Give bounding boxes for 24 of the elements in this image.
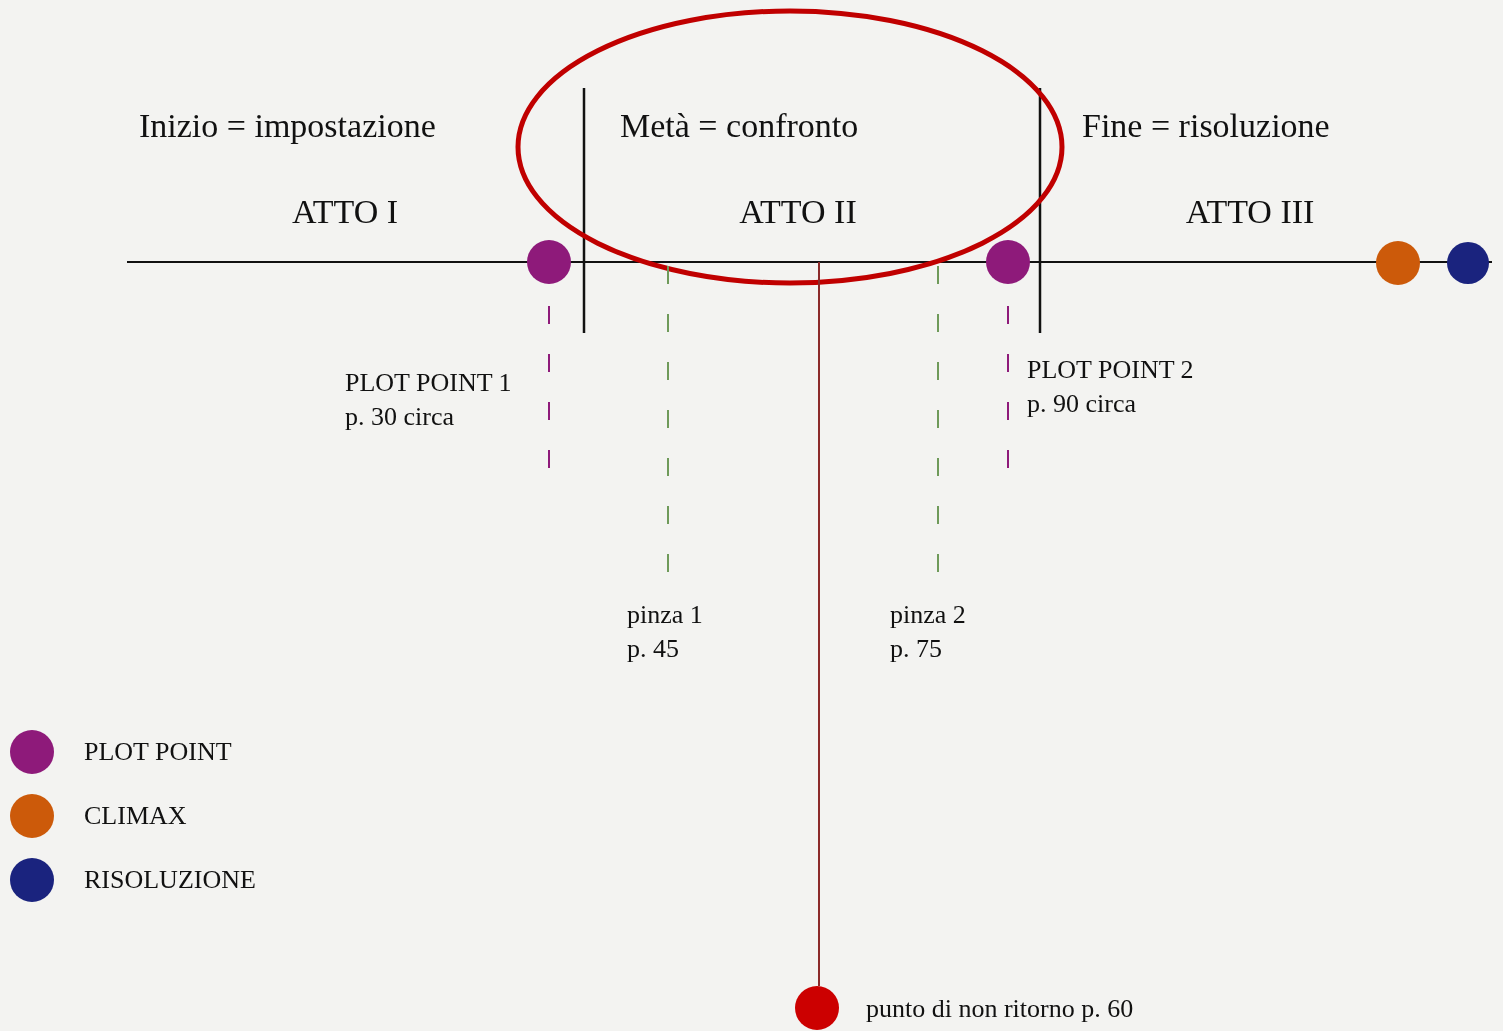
event-dot [795, 986, 839, 1030]
act-title: ATTO I [291, 192, 399, 232]
section-heading: Metà = confronto [620, 106, 859, 146]
event-dot [1376, 241, 1420, 285]
section-heading: Inizio = impostazione [139, 106, 436, 146]
legend-label: PLOT POINT [84, 736, 232, 768]
event-label: PLOT POINT 2 [1027, 354, 1194, 386]
event-dot [1447, 242, 1489, 284]
event-caption: punto di non ritorno p. 60 [866, 993, 1134, 1025]
event-label: p. 30 circa [345, 400, 455, 433]
act-title: ATTO II [739, 192, 857, 232]
event-label: pinza 1 [627, 599, 703, 631]
event-label: p. 45 [627, 632, 680, 665]
leader-line [818, 261, 820, 987]
act-title: ATTO III [1185, 192, 1315, 232]
event-label: p. 90 circa [1027, 387, 1137, 420]
section-heading: Fine = risoluzione [1082, 106, 1330, 146]
event-label: PLOT POINT 1 [345, 367, 512, 399]
event-label: p. 75 [890, 632, 943, 665]
event-label: pinza 2 [890, 599, 966, 631]
event-dot [986, 240, 1030, 284]
legend-label: CLIMAX [84, 800, 187, 832]
event-dot [527, 240, 571, 284]
legend-label: RISOLUZIONE [84, 864, 256, 896]
